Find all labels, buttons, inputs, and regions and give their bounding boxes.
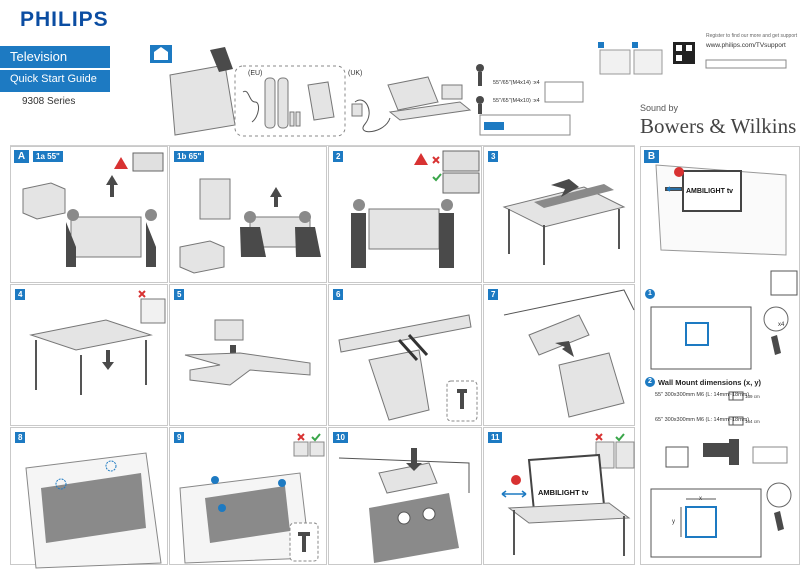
step-2-art bbox=[351, 150, 480, 268]
step-10-art bbox=[338, 448, 470, 563]
step-3-panel: 3 bbox=[483, 146, 635, 283]
quick-ref-svg bbox=[598, 42, 787, 75]
step-8-number: 8 bbox=[15, 432, 26, 443]
step-7-panel: 7 bbox=[483, 284, 635, 426]
step-9-number: 9 bbox=[174, 432, 185, 443]
series-label: 9308 Series bbox=[22, 96, 76, 107]
step-10-number: 10 bbox=[333, 432, 348, 443]
b-step1-badge: 1 bbox=[645, 289, 655, 299]
step-6-number: 6 bbox=[333, 289, 344, 300]
divider bbox=[10, 145, 635, 146]
screws-label-2: 55"/65"(M4x10) :x4 bbox=[493, 98, 540, 104]
product-title: Television bbox=[0, 46, 110, 68]
wall-mount-title: Wall Mount dimensions (x, y) bbox=[658, 378, 762, 387]
brand-logo: PHILIPS bbox=[20, 8, 109, 31]
step-1b-number: 1b 65" bbox=[174, 151, 205, 162]
step-4-panel: 4 bbox=[10, 284, 168, 426]
step-1a-art bbox=[22, 152, 164, 267]
register-note: Register to find our more and get suppor… bbox=[706, 33, 798, 39]
section-a-badge: A bbox=[14, 150, 29, 163]
bw-logo: Bowers & Wilkins bbox=[640, 114, 797, 138]
step-8-art bbox=[25, 452, 162, 569]
step-9-panel: 9 bbox=[169, 427, 327, 565]
step-11-art bbox=[501, 433, 635, 556]
step-1a-id: 1a bbox=[36, 152, 45, 161]
step-4-art bbox=[29, 290, 166, 395]
axis-x-label: x bbox=[699, 496, 702, 502]
box-contents: (EU) (UK) 55"/65"(M4x14) :x4 55"/65"(M4x… bbox=[150, 40, 590, 140]
sound-by: Sound by bbox=[640, 103, 679, 113]
quick-ref bbox=[598, 40, 808, 80]
step-1a-number: 1a 55" bbox=[33, 151, 63, 162]
step-1b-art bbox=[179, 178, 321, 274]
step-7-art bbox=[503, 289, 635, 418]
step-10-panel: 10 bbox=[328, 427, 482, 565]
wall-spec-65: 65" 300x300mm M6 (L: 14mm~18mm) bbox=[655, 417, 750, 423]
step-4-number: 4 bbox=[15, 289, 26, 300]
step-8-panel: 8 bbox=[10, 427, 168, 569]
step-5-panel: 5 bbox=[169, 284, 327, 426]
wall-dist-55: 139 cm bbox=[745, 394, 760, 399]
contents-svg bbox=[150, 45, 584, 137]
step-7-number: 7 bbox=[488, 289, 499, 300]
step-2-panel: 2 bbox=[328, 146, 482, 283]
step-11-number: 11 bbox=[488, 432, 503, 443]
step-9-art bbox=[179, 433, 325, 564]
step-11-ambilight-label: AMBILIGHT tv bbox=[538, 488, 589, 497]
uk-label: (UK) bbox=[348, 70, 363, 77]
step-6-panel: 6 bbox=[328, 284, 482, 426]
eu-label: (EU) bbox=[248, 70, 263, 77]
step-3-number: 3 bbox=[488, 151, 499, 162]
step-2-number: 2 bbox=[333, 151, 344, 162]
step-3-art bbox=[502, 179, 626, 265]
wall-spec-55: 55" 300x300mm M6 (L: 14mm~18mm) bbox=[655, 392, 750, 398]
step-1b-size: 65" bbox=[188, 152, 202, 161]
wall-dist-65: 164 cm bbox=[745, 419, 760, 424]
b-ambilight-label: AMBILIGHT tv bbox=[686, 188, 734, 195]
b-step2-badge: 2 bbox=[645, 377, 655, 387]
guide-title: Quick Start Guide bbox=[0, 70, 110, 92]
step-1b-panel: 1b 65" bbox=[169, 146, 327, 283]
axis-y-label: y bbox=[672, 519, 675, 525]
screws-label-1: 55"/65"(M4x14) :x4 bbox=[493, 80, 540, 86]
step-5-art bbox=[184, 319, 311, 386]
section-b-panel: B AMBILIGHT tv 1 x4 2 Wall Mount dimensi… bbox=[640, 146, 800, 565]
step-6-art bbox=[338, 314, 478, 422]
step-1a-size: 55" bbox=[47, 152, 60, 161]
step-11-panel: 11 AMBILIGHT tv bbox=[483, 427, 635, 565]
step-1a-panel: A 1a 55" bbox=[10, 146, 168, 283]
step-1b-id: 1b bbox=[177, 152, 187, 161]
section-b-badge: B bbox=[644, 150, 659, 163]
b-x4-label: x4 bbox=[778, 322, 785, 328]
support-link[interactable]: www.philips.com/TVsupport bbox=[706, 42, 786, 49]
step-5-number: 5 bbox=[174, 289, 185, 300]
section-b-art bbox=[650, 164, 798, 558]
